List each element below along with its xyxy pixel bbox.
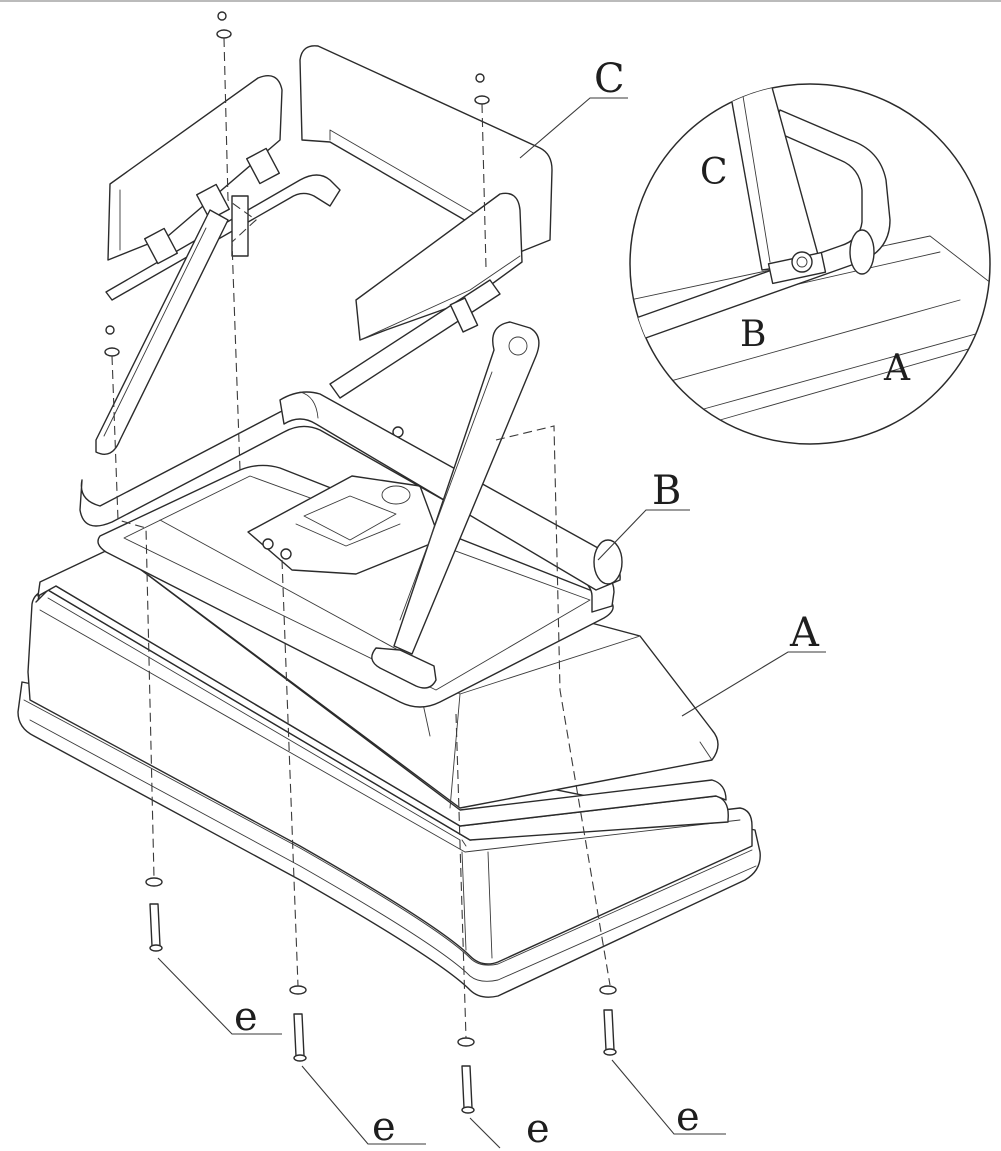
fasteners-top xyxy=(104,11,490,357)
label-e-2: e xyxy=(301,1065,426,1150)
detail-label-a: A xyxy=(883,348,911,389)
detail-label-b: B xyxy=(740,314,766,355)
label-b-main: B xyxy=(597,468,690,561)
label-e-1: e xyxy=(157,957,282,1040)
label-e2-text: e xyxy=(372,1104,396,1150)
label-c-text: C xyxy=(594,56,625,102)
detail-callout: C B A xyxy=(629,83,991,445)
label-e3-text: e xyxy=(526,1106,550,1151)
detail-label-c: C xyxy=(700,152,728,193)
label-b-text: B xyxy=(652,468,681,514)
support-arms xyxy=(95,209,540,655)
label-a-text: A xyxy=(789,610,820,656)
fasteners-bottom xyxy=(145,877,617,1114)
label-e-4: e xyxy=(611,1059,726,1140)
label-e4-text: e xyxy=(676,1094,700,1140)
label-a-main: A xyxy=(681,610,826,717)
seat-panels-c xyxy=(105,45,553,399)
label-e1-text: e xyxy=(234,994,258,1040)
assembly-axes xyxy=(111,37,611,1039)
label-e-3: e xyxy=(469,1106,550,1151)
label-c-main: C xyxy=(519,56,628,159)
